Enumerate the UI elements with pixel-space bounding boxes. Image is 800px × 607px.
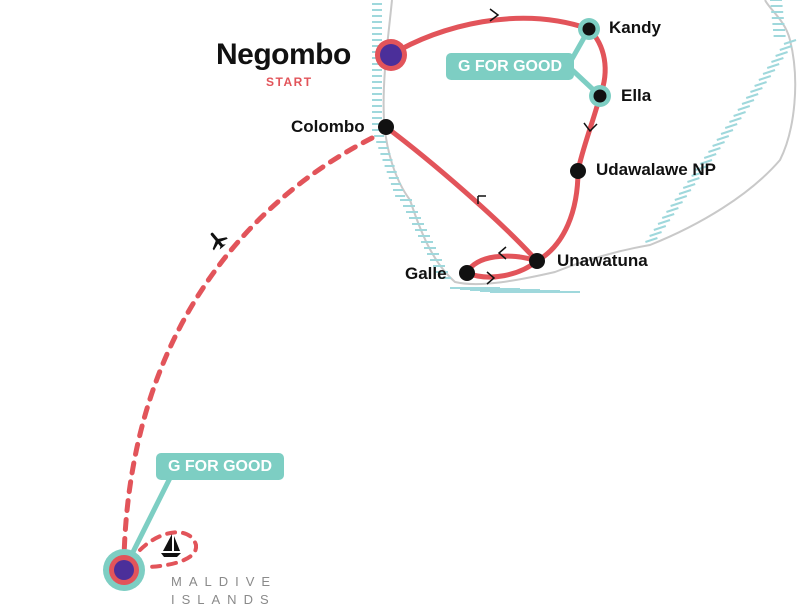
- end-label-line1: MALDIVE: [171, 574, 278, 589]
- badge-connectors: [121, 27, 602, 572]
- g-for-good-badge-sri-lanka: G FOR GOOD: [446, 53, 574, 80]
- g-for-good-badge-maldives: G FOR GOOD: [156, 453, 284, 480]
- sailboat-icon: [161, 534, 181, 557]
- stop-label-kandy: Kandy: [609, 18, 661, 37]
- stop-marker-galle: [459, 265, 475, 281]
- coastline: [382, 0, 797, 286]
- stop-markers: [103, 18, 611, 591]
- stop-marker-udawalawe: [570, 163, 586, 179]
- plane-icon: [210, 232, 228, 251]
- stop-label-colombo: Colombo: [291, 117, 365, 136]
- flight-route: [121, 135, 375, 561]
- stop-label-udawalawe: Udawalawe NP: [596, 160, 716, 179]
- start-city-label: Negombo: [216, 38, 351, 71]
- stop-marker-unawatuna: [529, 253, 545, 269]
- stop-label-galle: Galle: [405, 264, 447, 283]
- route-udawalawe-unawatuna: [534, 168, 581, 264]
- stop-label-unawatuna: Unawatuna: [557, 251, 648, 270]
- route-negombo-kandy: [388, 15, 592, 58]
- sea-hatching: [372, 0, 797, 293]
- route-unawatuna-colombo: [383, 124, 540, 264]
- boat-route: [138, 530, 198, 569]
- stop-label-ella: Ella: [621, 86, 652, 105]
- direction-arrows: [477, 8, 598, 285]
- stop-marker-colombo: [378, 119, 394, 135]
- start-label: START: [266, 75, 313, 89]
